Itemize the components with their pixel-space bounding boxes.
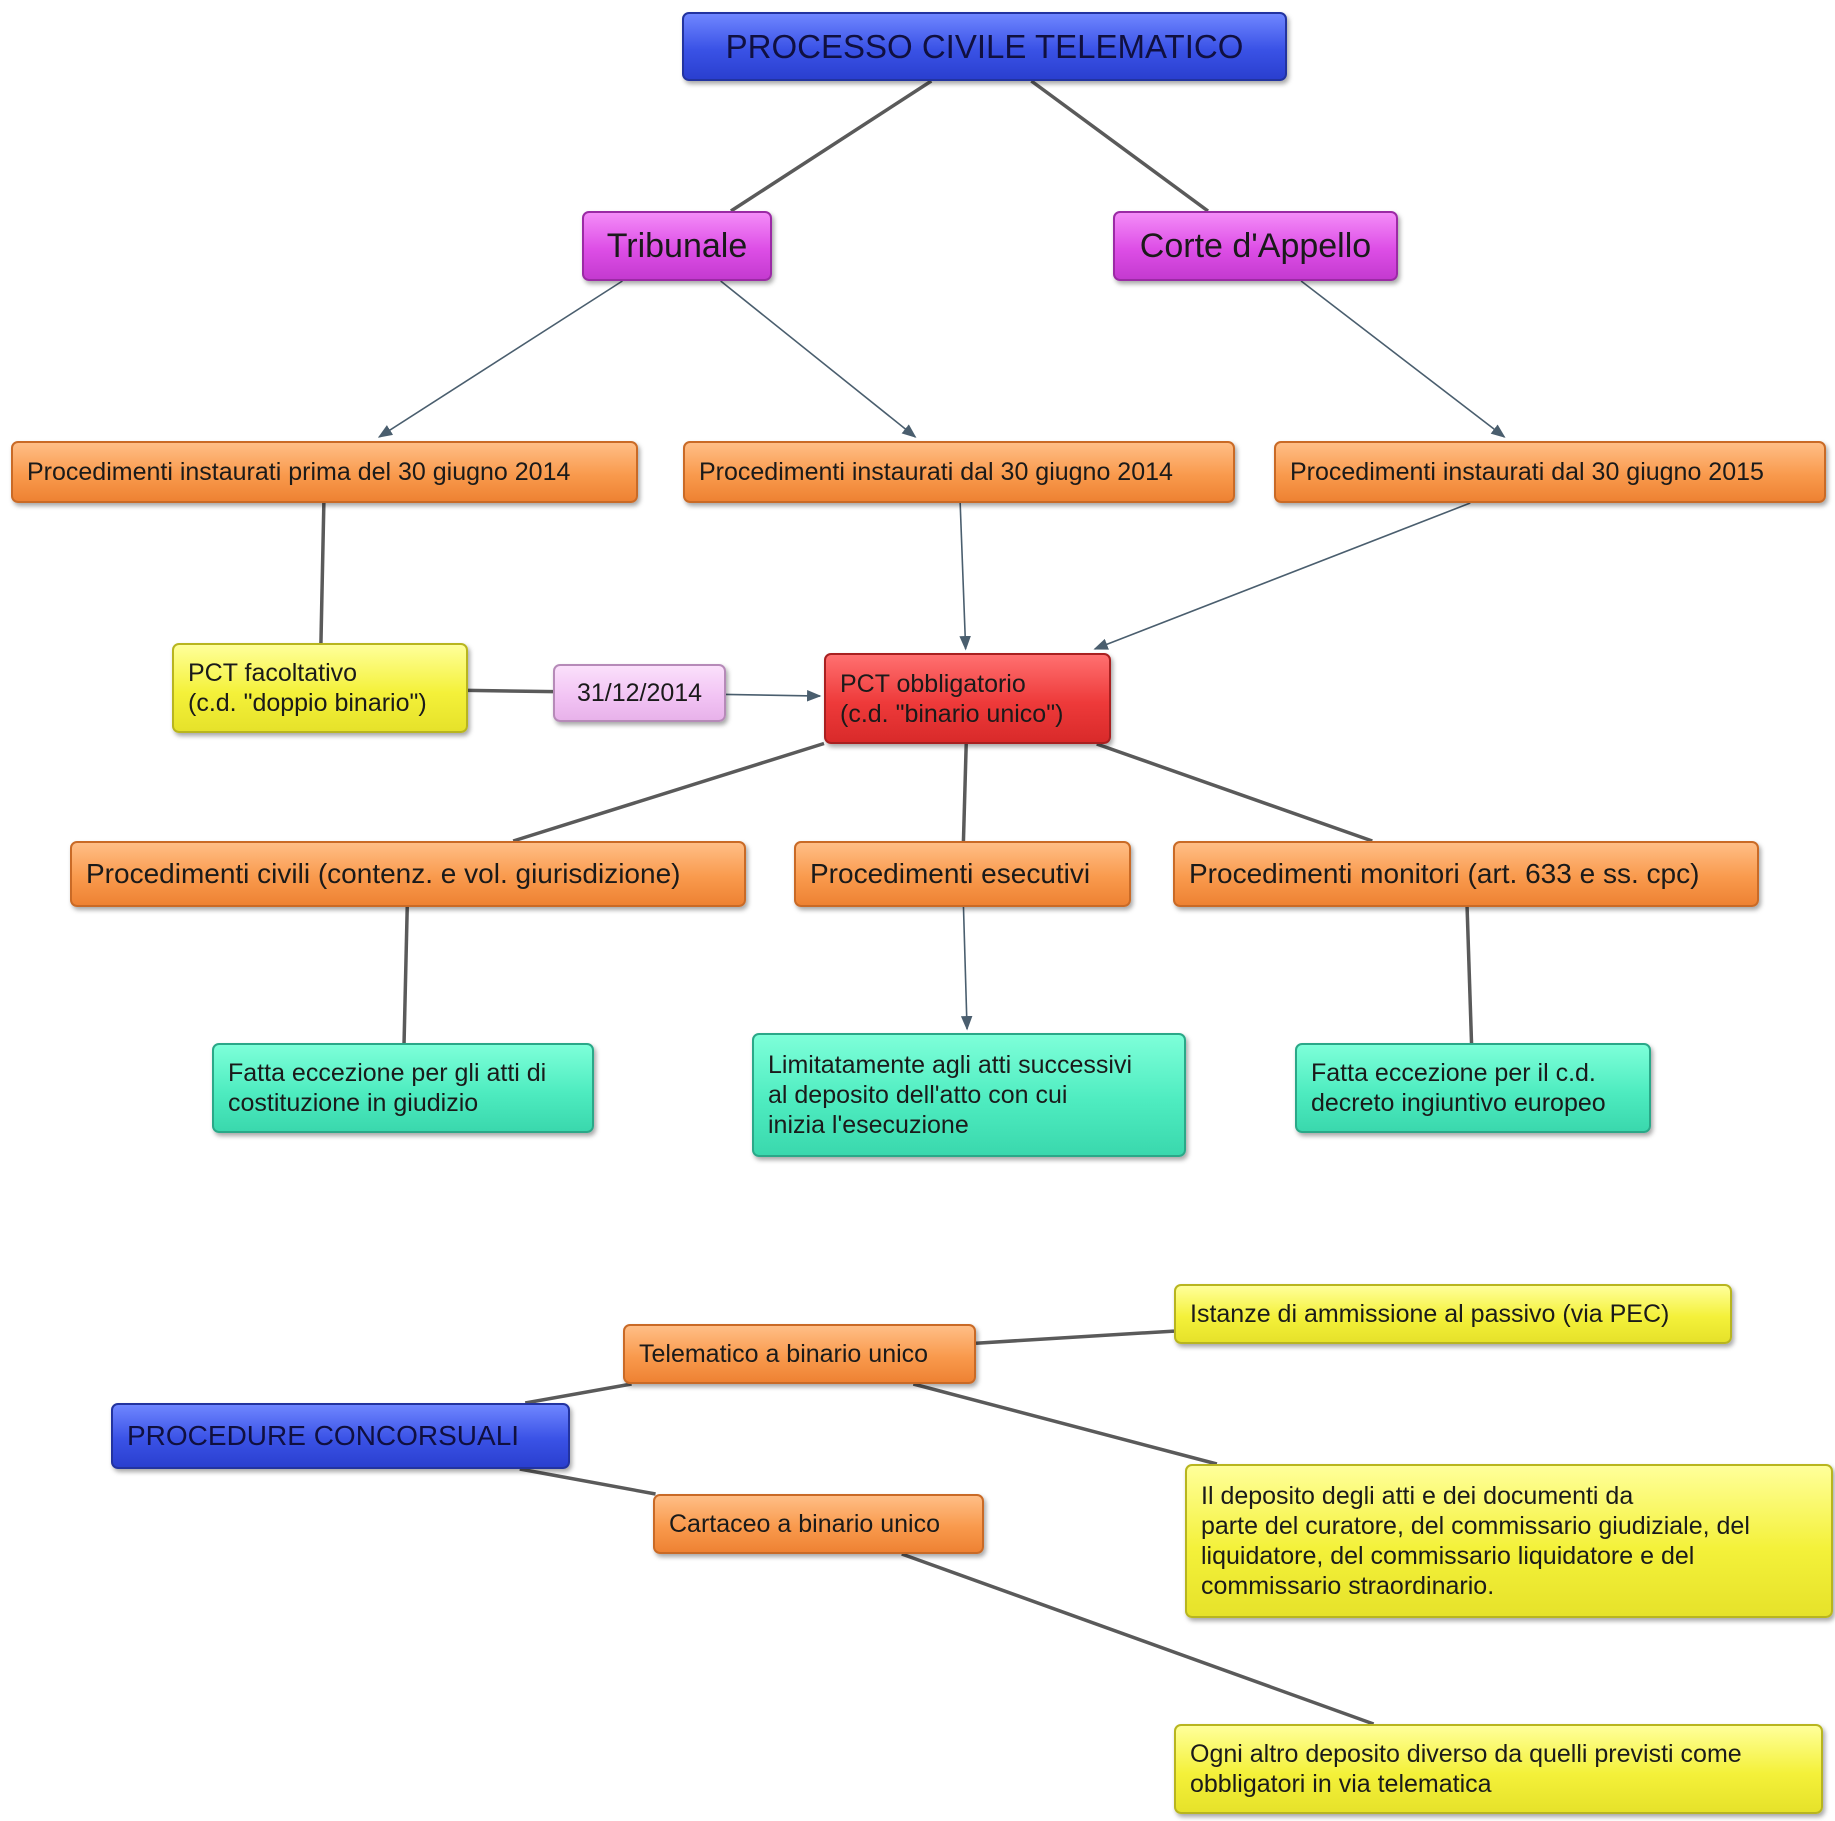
edge-corte-dal2015 <box>1300 280 1506 438</box>
edge-dal2014-obbligatorio <box>959 502 971 651</box>
node-dal-2015-label: Procedimenti instaurati dal 30 giugno 20… <box>1290 458 1764 486</box>
node-altro-deposito-label: Ogni altro deposito diverso da quelli pr… <box>1190 1740 1742 1798</box>
edge-concorsuali-telematico <box>524 1382 632 1405</box>
node-eccezione-monitori: Fatta eccezione per il c.d. decreto ingi… <box>1295 1043 1651 1133</box>
node-pct-facoltativo-label: PCT facoltativo (c.d. "doppio binario") <box>188 659 427 717</box>
edge-tribunale-dal2014 <box>720 280 917 438</box>
node-istanze: Istanze di ammissione al passivo (via PE… <box>1174 1284 1732 1344</box>
node-root: PROCESSO CIVILE TELEMATICO <box>682 12 1287 81</box>
edge-telematico-deposito <box>912 1382 1218 1466</box>
node-eccezione-esecutivi: Limitatamente agli atti successivi al de… <box>752 1033 1186 1157</box>
node-dal-2014-label: Procedimenti instaurati dal 30 giugno 20… <box>699 458 1173 486</box>
edge-concorsuali-cartaceo <box>519 1467 656 1496</box>
node-procedimenti-monitori: Procedimenti monitori (art. 633 e ss. cp… <box>1173 841 1759 907</box>
node-altro-deposito: Ogni altro deposito diverso da quelli pr… <box>1174 1724 1823 1814</box>
edge-civili-ecc_civili <box>402 906 409 1044</box>
node-prima-2014: Procedimenti instaurati prima del 30 giu… <box>11 441 638 503</box>
edge-root-tribunale <box>729 79 933 213</box>
edge-obbligatorio-esecutivi <box>961 743 968 842</box>
node-cartaceo: Cartaceo a binario unico <box>653 1494 984 1554</box>
node-pct-obbligatorio-label: PCT obbligatorio (c.d. "binario unico") <box>840 669 1064 728</box>
edge-facoltativo-data <box>467 688 554 694</box>
node-deposito-label: Il deposito degli atti e dei documenti d… <box>1201 1482 1750 1600</box>
edge-prima2014-facoltativo <box>319 502 326 644</box>
node-istanze-label: Istanze di ammissione al passivo (via PE… <box>1190 1300 1670 1328</box>
node-pct-facoltativo: PCT facoltativo (c.d. "doppio binario") <box>172 643 468 733</box>
edge-obbligatorio-civili <box>512 741 825 843</box>
node-procedure-concorsuali-label: PROCEDURE CONCORSUALI <box>127 1420 520 1452</box>
edge-cartaceo-altro <box>901 1552 1375 1726</box>
node-date: 31/12/2014 <box>553 664 726 722</box>
edge-tribunale-prima2014 <box>377 280 623 438</box>
node-procedure-concorsuali: PROCEDURE CONCORSUALI <box>111 1403 570 1469</box>
node-dal-2014: Procedimenti instaurati dal 30 giugno 20… <box>683 441 1235 503</box>
edge-root-corte <box>1030 79 1209 213</box>
node-root-label: PROCESSO CIVILE TELEMATICO <box>725 27 1244 65</box>
node-procedimenti-esecutivi-label: Procedimenti esecutivi <box>810 858 1091 890</box>
edge-data-obbligatorio <box>725 690 822 702</box>
node-dal-2015: Procedimenti instaurati dal 30 giugno 20… <box>1274 441 1826 503</box>
node-procedimenti-civili-label: Procedimenti civili (contenz. e vol. giu… <box>86 858 681 890</box>
node-eccezione-esecutivi-label: Limitatamente agli atti successivi al de… <box>768 1051 1133 1139</box>
node-date-label: 31/12/2014 <box>576 679 703 707</box>
node-cartaceo-label: Cartaceo a binario unico <box>669 1510 940 1538</box>
node-pct-obbligatorio: PCT obbligatorio (c.d. "binario unico") <box>824 653 1111 744</box>
edge-esecutivi-ecc_esecutivi <box>960 906 973 1031</box>
node-eccezione-civili-label: Fatta eccezione per gli atti di costituz… <box>228 1059 547 1117</box>
node-corte-label: Corte d'Appello <box>1139 226 1372 265</box>
node-eccezione-monitori-label: Fatta eccezione per il c.d. decreto ingi… <box>1311 1059 1606 1117</box>
edge-telematico-istanze <box>975 1329 1175 1345</box>
node-eccezione-civili: Fatta eccezione per gli atti di costituz… <box>212 1043 594 1133</box>
node-corte: Corte d'Appello <box>1113 211 1398 281</box>
edge-dal2015-obbligatorio <box>1093 502 1471 650</box>
node-procedimenti-civili: Procedimenti civili (contenz. e vol. giu… <box>70 841 746 907</box>
node-telematico: Telematico a binario unico <box>623 1324 976 1384</box>
node-prima-2014-label: Procedimenti instaurati prima del 30 giu… <box>27 458 571 486</box>
edge-obbligatorio-monitori <box>1096 742 1373 843</box>
node-procedimenti-esecutivi: Procedimenti esecutivi <box>794 841 1131 907</box>
node-tribunale-label: Tribunale <box>606 226 748 265</box>
edge-monitori-ecc_monitori <box>1465 906 1474 1044</box>
node-deposito: Il deposito degli atti e dei documenti d… <box>1185 1464 1833 1618</box>
node-procedimenti-monitori-label: Procedimenti monitori (art. 633 e ss. cp… <box>1189 858 1700 890</box>
node-telematico-label: Telematico a binario unico <box>639 1340 929 1368</box>
node-tribunale: Tribunale <box>582 211 772 281</box>
